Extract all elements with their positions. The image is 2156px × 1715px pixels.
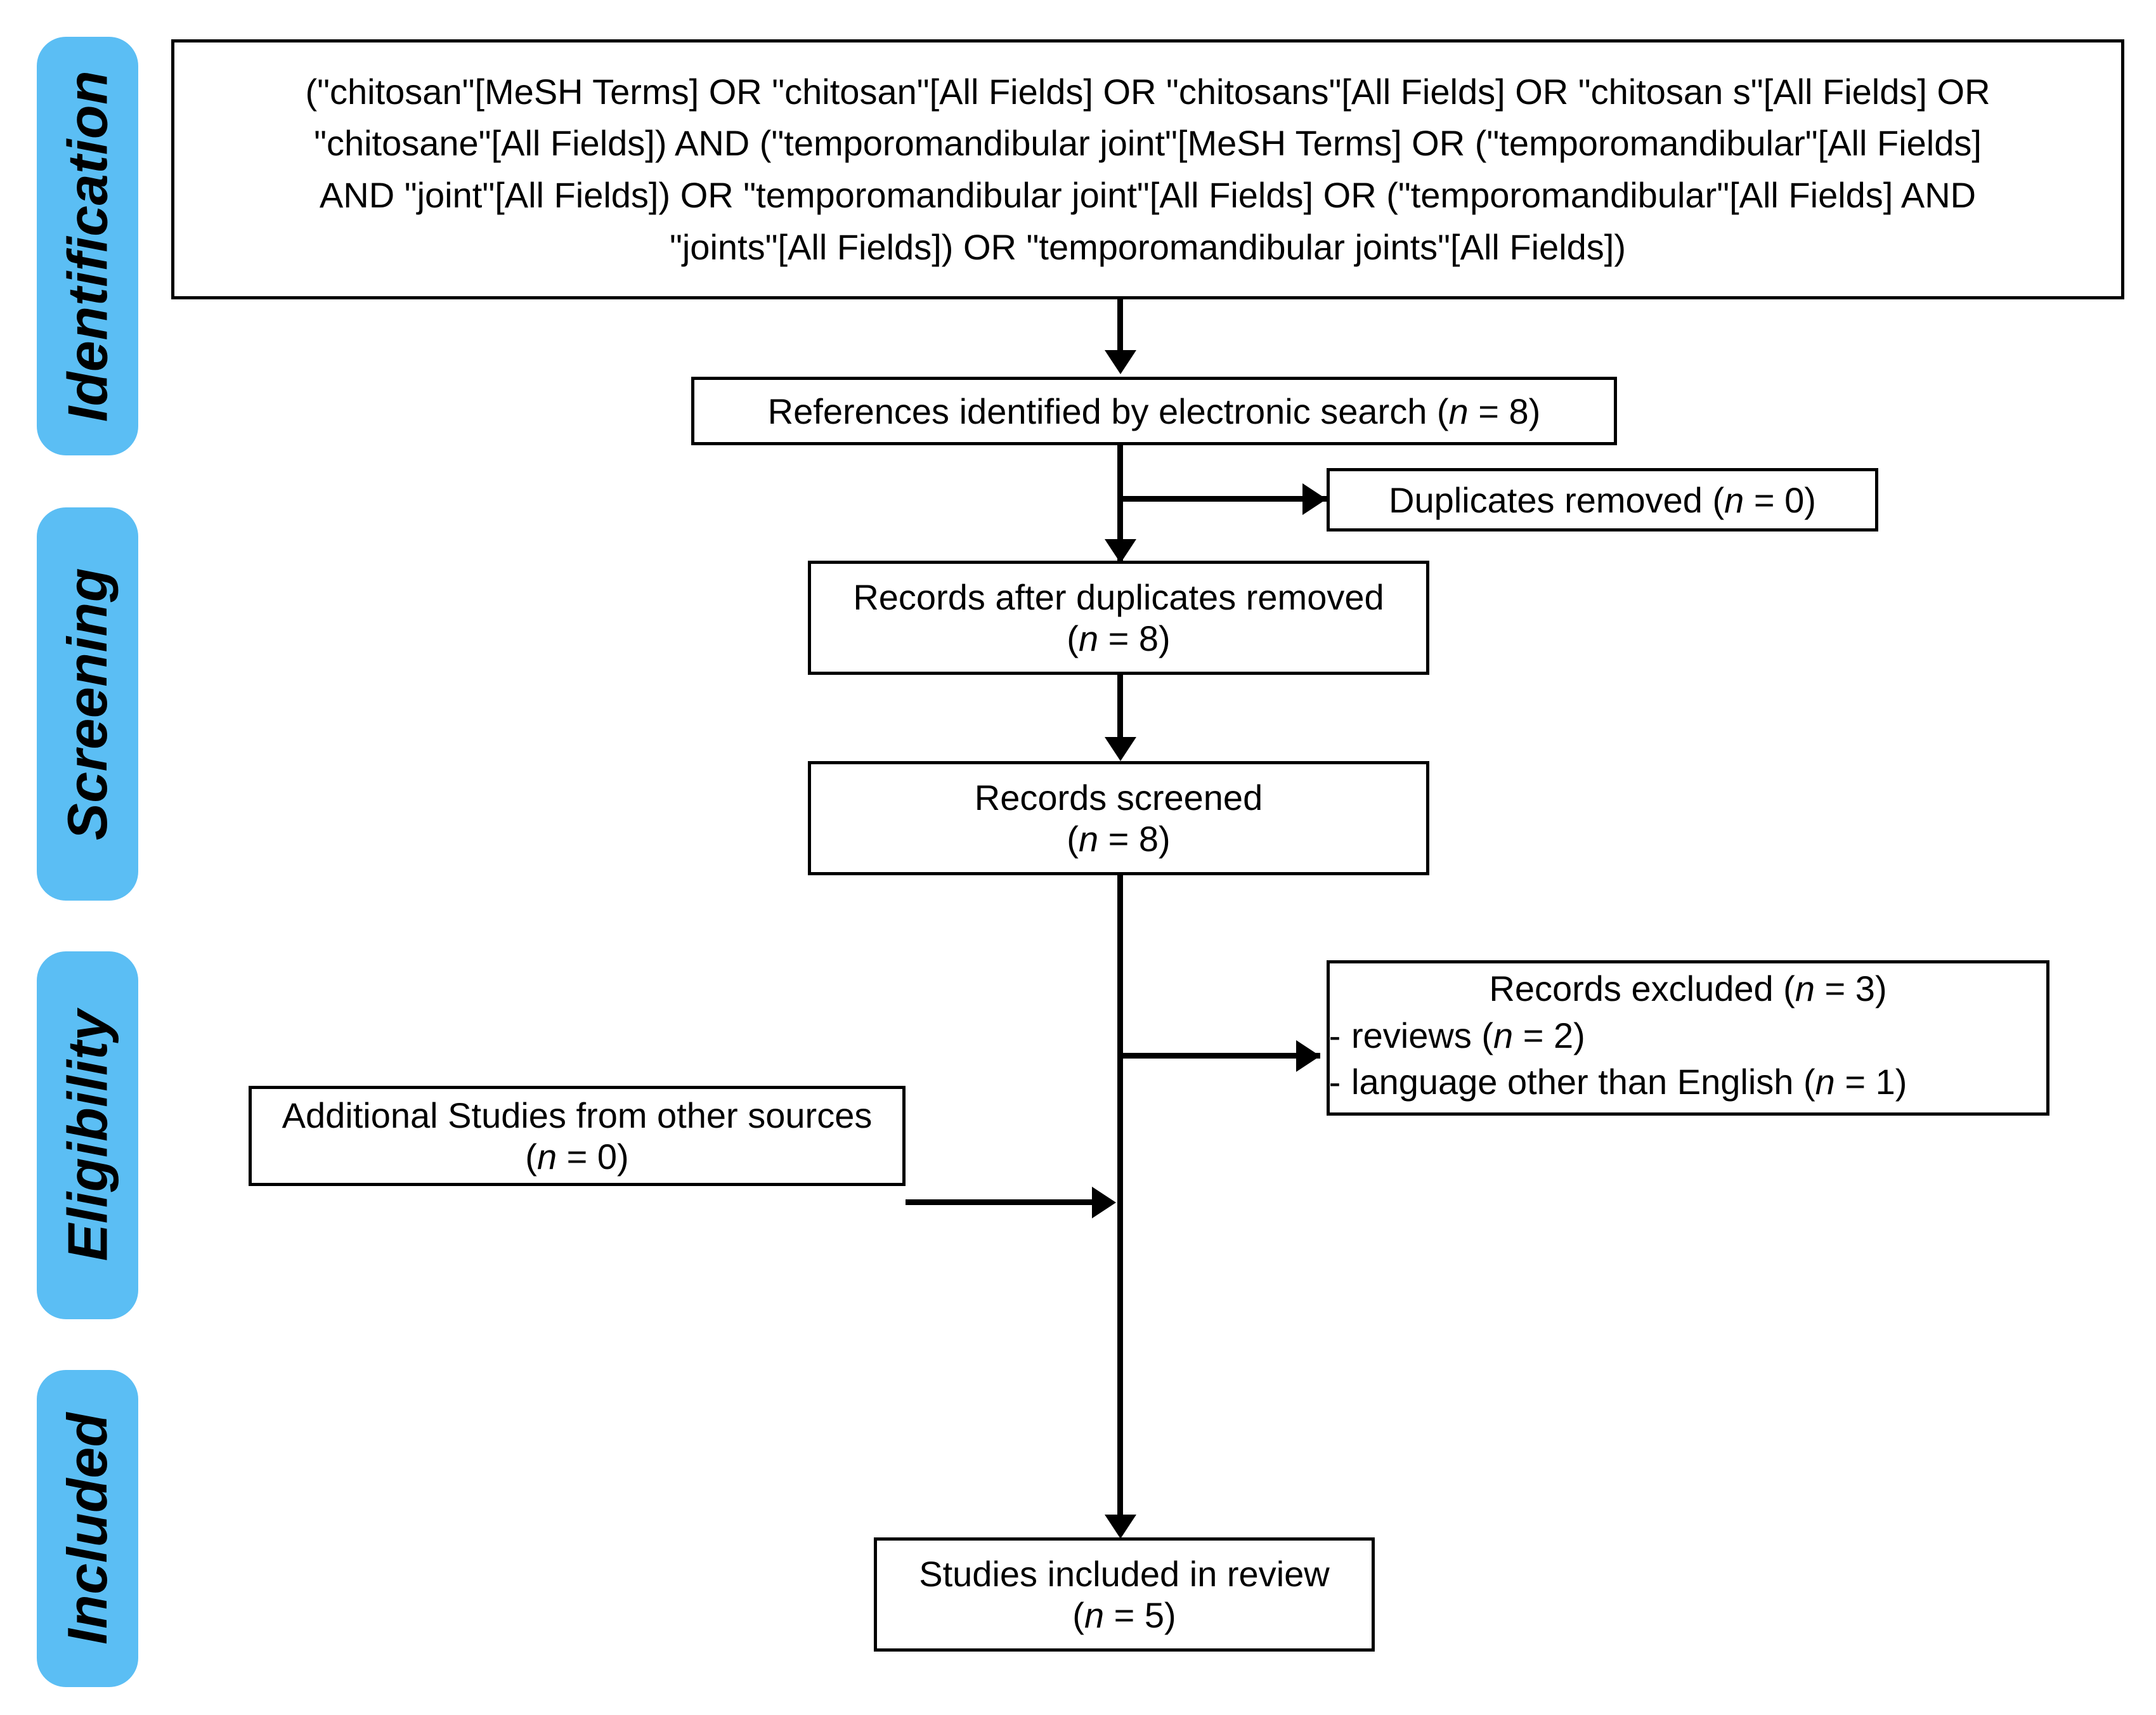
bullet-2-text: language other than English (n = 1) (1351, 1062, 1907, 1102)
node-records-excluded-bullet-2: - language other than English (n = 1) (1318, 1059, 2046, 1105)
connector-additional-studies-to-spine (906, 1199, 1096, 1205)
node-duplicates-removed: Duplicates removed (n = 0) (1327, 468, 1878, 531)
stage-bar-eligibility: Eligibility (37, 951, 138, 1319)
stage-bar-identification: Identification (37, 37, 138, 455)
connector-identified-to-after-duplicates (1117, 445, 1123, 561)
node-studies-included-line-2: (n = 5) (1072, 1595, 1176, 1635)
stage-bar-included: Included (37, 1370, 138, 1687)
search-query-box: ("chitosan"[MeSH Terms] OR "chitosan"[Al… (171, 39, 2124, 299)
arrowhead-query-to-identified (1105, 350, 1136, 374)
node-references-identified-text: References identified by electronic sear… (767, 391, 1541, 431)
node-records-screened: Records screened (n = 8) (808, 761, 1429, 875)
node-duplicates-removed-text: Duplicates removed (n = 0) (1389, 479, 1816, 520)
node-additional-studies-line-1: Additional Studies from other sources (282, 1095, 873, 1135)
node-studies-included: Studies included in review (n = 5) (874, 1537, 1375, 1652)
stage-label-included: Included (56, 1412, 119, 1645)
node-additional-studies: Additional Studies from other sources (n… (249, 1086, 906, 1186)
node-references-identified: References identified by electronic sear… (691, 377, 1617, 445)
stage-label-identification: Identification (56, 70, 119, 422)
connector-query-to-identified (1117, 299, 1123, 351)
stage-label-eligibility: Eligibility (56, 1009, 119, 1262)
stage-bar-screening: Screening (37, 507, 138, 901)
search-query-line-4: "joints"[All Fields]) OR "temporomandibu… (669, 226, 1626, 267)
search-query-line-3: AND "joint"[All Fields]) OR "temporomand… (319, 175, 1977, 215)
bullet-dash-icon: - (1328, 1062, 1341, 1102)
connector-after-duplicates-to-screened (1117, 675, 1123, 738)
bullet-dash-icon: - (1328, 1015, 1341, 1056)
search-query-line-1: ("chitosan"[MeSH Terms] OR "chitosan"[Al… (305, 71, 1990, 112)
connector-to-records-excluded (1117, 1053, 1320, 1059)
search-query-line-2: "chitosane"[All Fields]) AND ("temporoma… (314, 123, 1982, 164)
bullet-1-text: reviews (n = 2) (1351, 1015, 1585, 1056)
node-records-after-duplicates-line-2: (n = 8) (1067, 618, 1171, 658)
node-records-excluded: Records excluded (n = 3) - reviews (n = … (1327, 960, 2049, 1116)
node-records-screened-line-2: (n = 8) (1067, 819, 1171, 859)
node-additional-studies-line-2: (n = 0) (525, 1137, 629, 1177)
arrowhead-additional-studies-to-spine (1092, 1187, 1116, 1218)
arrowhead-to-duplicates-removed (1302, 483, 1327, 515)
connector-to-duplicates-removed (1117, 496, 1327, 502)
stage-label-screening: Screening (56, 568, 119, 840)
node-records-excluded-bullet-1: - reviews (n = 2) (1318, 1013, 2046, 1059)
connector-main-spine (1117, 875, 1123, 1529)
node-studies-included-line-1: Studies included in review (919, 1554, 1330, 1594)
node-records-after-duplicates: Records after duplicates removed (n = 8) (808, 561, 1429, 675)
arrowhead-after-duplicates-to-screened (1105, 737, 1136, 761)
arrowhead-spine-to-included (1105, 1515, 1136, 1539)
node-records-screened-line-1: Records screened (974, 778, 1263, 818)
arrowhead-identified-to-after-duplicates (1105, 539, 1136, 563)
node-records-after-duplicates-line-1: Records after duplicates removed (853, 577, 1384, 617)
node-records-excluded-title: Records excluded (n = 3) (1489, 968, 1887, 1009)
arrowhead-to-records-excluded (1296, 1040, 1320, 1072)
